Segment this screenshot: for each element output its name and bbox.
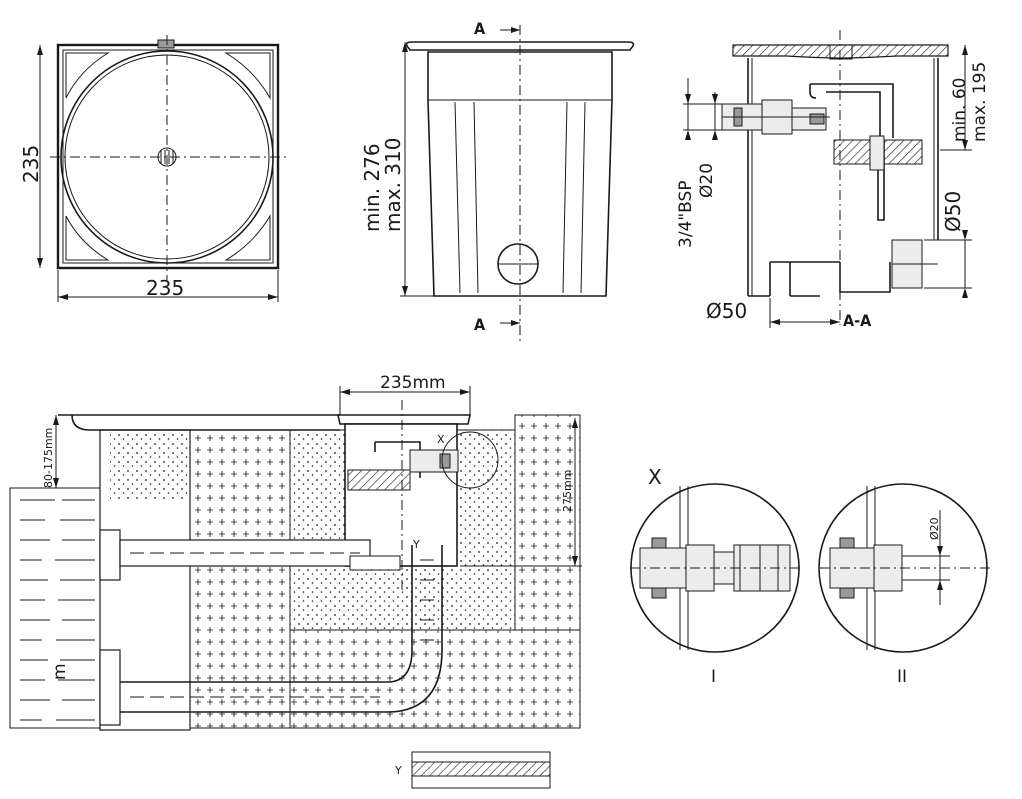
section-name: A-A [843, 311, 872, 330]
section-view: min. 60 max. 195 Ø50 3/4"BSP Ø20 Ø50 A-A [676, 30, 990, 330]
variant-1: I [711, 667, 716, 687]
section-body-wall [747, 58, 939, 296]
corner-fillet-br [224, 214, 271, 261]
section-bottom-outlet [769, 261, 840, 296]
corner-fillet-bl [65, 215, 110, 261]
pool-water [9, 487, 101, 729]
detail-x-circle [441, 431, 499, 489]
soil-plus-right [514, 414, 581, 631]
section-mark-top: A [474, 19, 486, 38]
outlet-pipe [99, 545, 443, 726]
height-max: max. 310 [381, 138, 405, 232]
variant-2: II [897, 667, 907, 687]
inlet-dia: Ø20 [697, 163, 717, 198]
top-view: 235 235 [19, 35, 290, 302]
soil-plus-left [189, 429, 291, 729]
detail-y-marker: Y [412, 538, 420, 551]
detail-x-marker: X [437, 433, 445, 446]
thread-label: 3/4"BSP [676, 180, 696, 248]
detail-y-title: Y [394, 764, 402, 777]
top-height-dim: 235 [19, 145, 43, 183]
lid-min: min. 60 [950, 78, 970, 143]
corner-fillet-tr [224, 52, 271, 100]
soil-plus-bottom [289, 629, 581, 729]
detail-x-title: X [648, 465, 662, 489]
outlet-dia-right: Ø50 [941, 191, 965, 232]
top-width-mm: 235mm [380, 373, 446, 393]
side-view-lid [405, 41, 635, 51]
lid-max: max. 195 [970, 62, 990, 142]
top-view-handle [157, 39, 175, 49]
variant-2-dim: Ø20 [928, 517, 941, 540]
height-min: min. 276 [360, 143, 384, 232]
section-inlet-fitting [721, 99, 830, 135]
corner-fillet-tl [65, 52, 110, 99]
section-basket [809, 83, 894, 138]
detail-y: Y [394, 751, 551, 789]
water-mark: m [50, 663, 70, 680]
section-mark-bottom: A [474, 315, 486, 334]
install-view: X Y m 235mm 80-175mm 275mm [9, 373, 582, 731]
water-range: 80-175mm [42, 428, 55, 488]
depth-dim: 275mm [561, 470, 574, 512]
side-view: A A min. 276 max. 310 [360, 19, 635, 345]
outlet-dia-bottom: Ø50 [706, 299, 747, 323]
upper-pipe [99, 529, 401, 581]
top-width-dim: 235 [146, 276, 184, 300]
detail-x: X I Ø20 II [630, 465, 990, 687]
pool-deck [58, 414, 340, 431]
